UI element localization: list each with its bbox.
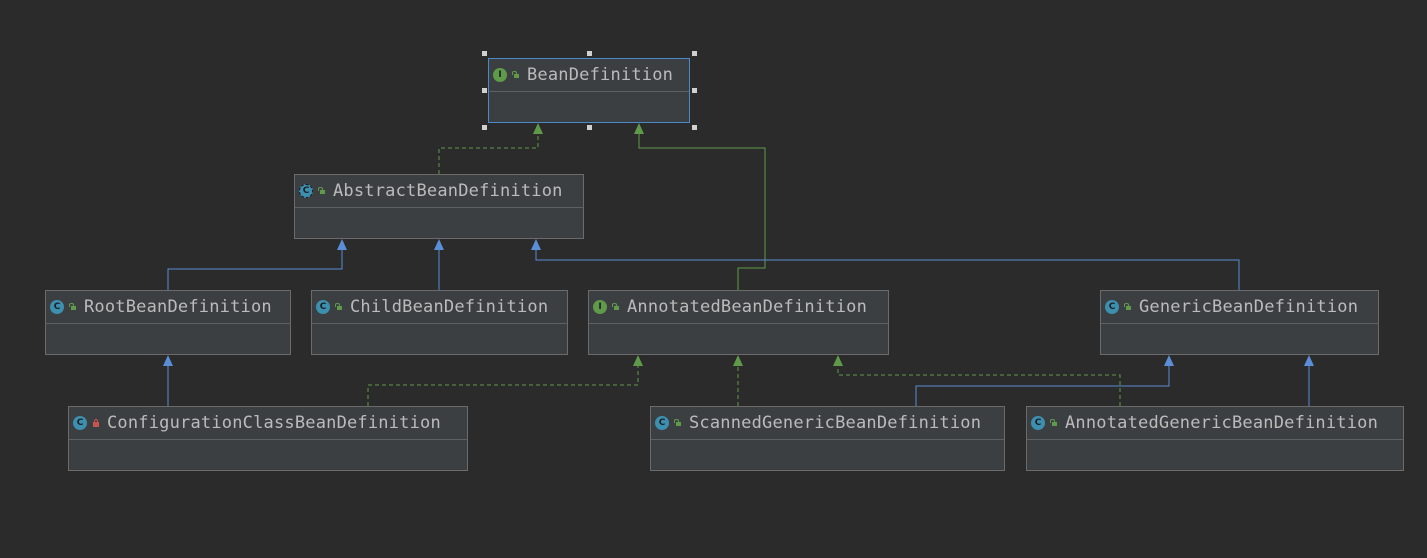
class-node-beandefinition[interactable]: I BeanDefinition [488, 58, 690, 123]
class-node-genericbeandefinition[interactable]: C GenericBeanDefinition [1100, 290, 1379, 355]
abstract-class-icon: C [299, 184, 313, 198]
unlocked-icon [335, 303, 343, 311]
unlocked-icon [512, 71, 520, 79]
edge-genericbeandefinition-to-abstractbeandefinition [531, 239, 1240, 290]
edge-annotatedbeandefinition-to-beandefinition [634, 123, 766, 290]
selection-handle-bottom-left[interactable] [482, 125, 487, 130]
selection-handle-bottom[interactable] [587, 125, 592, 130]
class-name: GenericBeanDefinition [1139, 297, 1359, 317]
class-node-header: C ScannedGenericBeanDefinition [651, 407, 1004, 440]
unlocked-icon [1124, 303, 1132, 311]
unlocked-icon [318, 187, 326, 195]
class-icon: C [50, 300, 64, 314]
unlocked-icon [1050, 419, 1058, 427]
class-name: AnnotatedGenericBeanDefinition [1065, 413, 1379, 433]
class-node-header: C AbstractBeanDefinition [295, 175, 583, 208]
class-icon: C [316, 300, 330, 314]
class-node-header: C RootBeanDefinition [46, 291, 290, 324]
interface-icon: I [493, 68, 507, 82]
class-node-abstractbeandefinition[interactable]: C AbstractBeanDefinition [294, 174, 584, 239]
selection-handle-top-right[interactable] [692, 51, 697, 56]
class-name: ConfigurationClassBeanDefinition [107, 413, 441, 433]
interface-icon: I [593, 300, 607, 314]
edge-configurationclassbeandefinition-to-annotatedbeandefinition [367, 355, 643, 406]
class-node-annotatedgenericbeandefinition[interactable]: C AnnotatedGenericBeanDefinition [1026, 406, 1404, 471]
edge-annotatedgenericbeandefinition-to-annotatedbeandefinition [833, 355, 1121, 406]
locked-icon [92, 419, 100, 427]
class-node-header: I BeanDefinition [489, 59, 689, 92]
selection-handle-bottom-right[interactable] [692, 125, 697, 130]
class-name: ScannedGenericBeanDefinition [689, 413, 982, 433]
unlocked-icon [612, 303, 620, 311]
selection-handle-top[interactable] [587, 51, 592, 56]
class-node-childbeandefinition[interactable]: C ChildBeanDefinition [311, 290, 568, 355]
class-name: AbstractBeanDefinition [333, 181, 563, 201]
edge-rootbeandefinition-to-abstractbeandefinition [167, 239, 347, 290]
class-node-scannedgenericbeandefinition[interactable]: C ScannedGenericBeanDefinition [650, 406, 1005, 471]
class-icon: C [1031, 416, 1045, 430]
class-icon: C [1105, 300, 1119, 314]
class-node-header: C ConfigurationClassBeanDefinition [69, 407, 467, 440]
edge-abstractbeandefinition-to-beandefinition [438, 123, 543, 174]
class-node-configurationclassbeandefinition[interactable]: C ConfigurationClassBeanDefinition [68, 406, 468, 471]
edge-childbeandefinition-to-abstractbeandefinition [434, 239, 444, 290]
class-name: AnnotatedBeanDefinition [627, 297, 868, 317]
selection-handle-left[interactable] [482, 88, 487, 93]
class-node-annotatedbeandefinition[interactable]: I AnnotatedBeanDefinition [588, 290, 889, 355]
edge-annotatedgenericbeandefinition-to-genericbeandefinition [1304, 355, 1314, 406]
class-name: BeanDefinition [527, 65, 674, 85]
class-node-header: C AnnotatedGenericBeanDefinition [1027, 407, 1403, 440]
class-node-header: I AnnotatedBeanDefinition [589, 291, 888, 324]
class-icon: C [655, 416, 669, 430]
class-node-rootbeandefinition[interactable]: C RootBeanDefinition [45, 290, 291, 355]
class-node-header: C ChildBeanDefinition [312, 291, 567, 324]
class-icon: C [73, 416, 87, 430]
selection-handle-right[interactable] [692, 88, 697, 93]
class-node-header: C GenericBeanDefinition [1101, 291, 1378, 324]
class-name: RootBeanDefinition [84, 297, 272, 317]
class-name: ChildBeanDefinition [350, 297, 549, 317]
unlocked-icon [674, 419, 682, 427]
edge-scannedgenericbeandefinition-to-genericbeandefinition [915, 355, 1174, 406]
edge-configurationclassbeandefinition-to-rootbeandefinition [163, 355, 173, 406]
selection-handle-top-left[interactable] [482, 51, 487, 56]
unlocked-icon [69, 303, 77, 311]
edge-scannedgenericbeandefinition-to-annotatedbeandefinition [733, 355, 743, 406]
